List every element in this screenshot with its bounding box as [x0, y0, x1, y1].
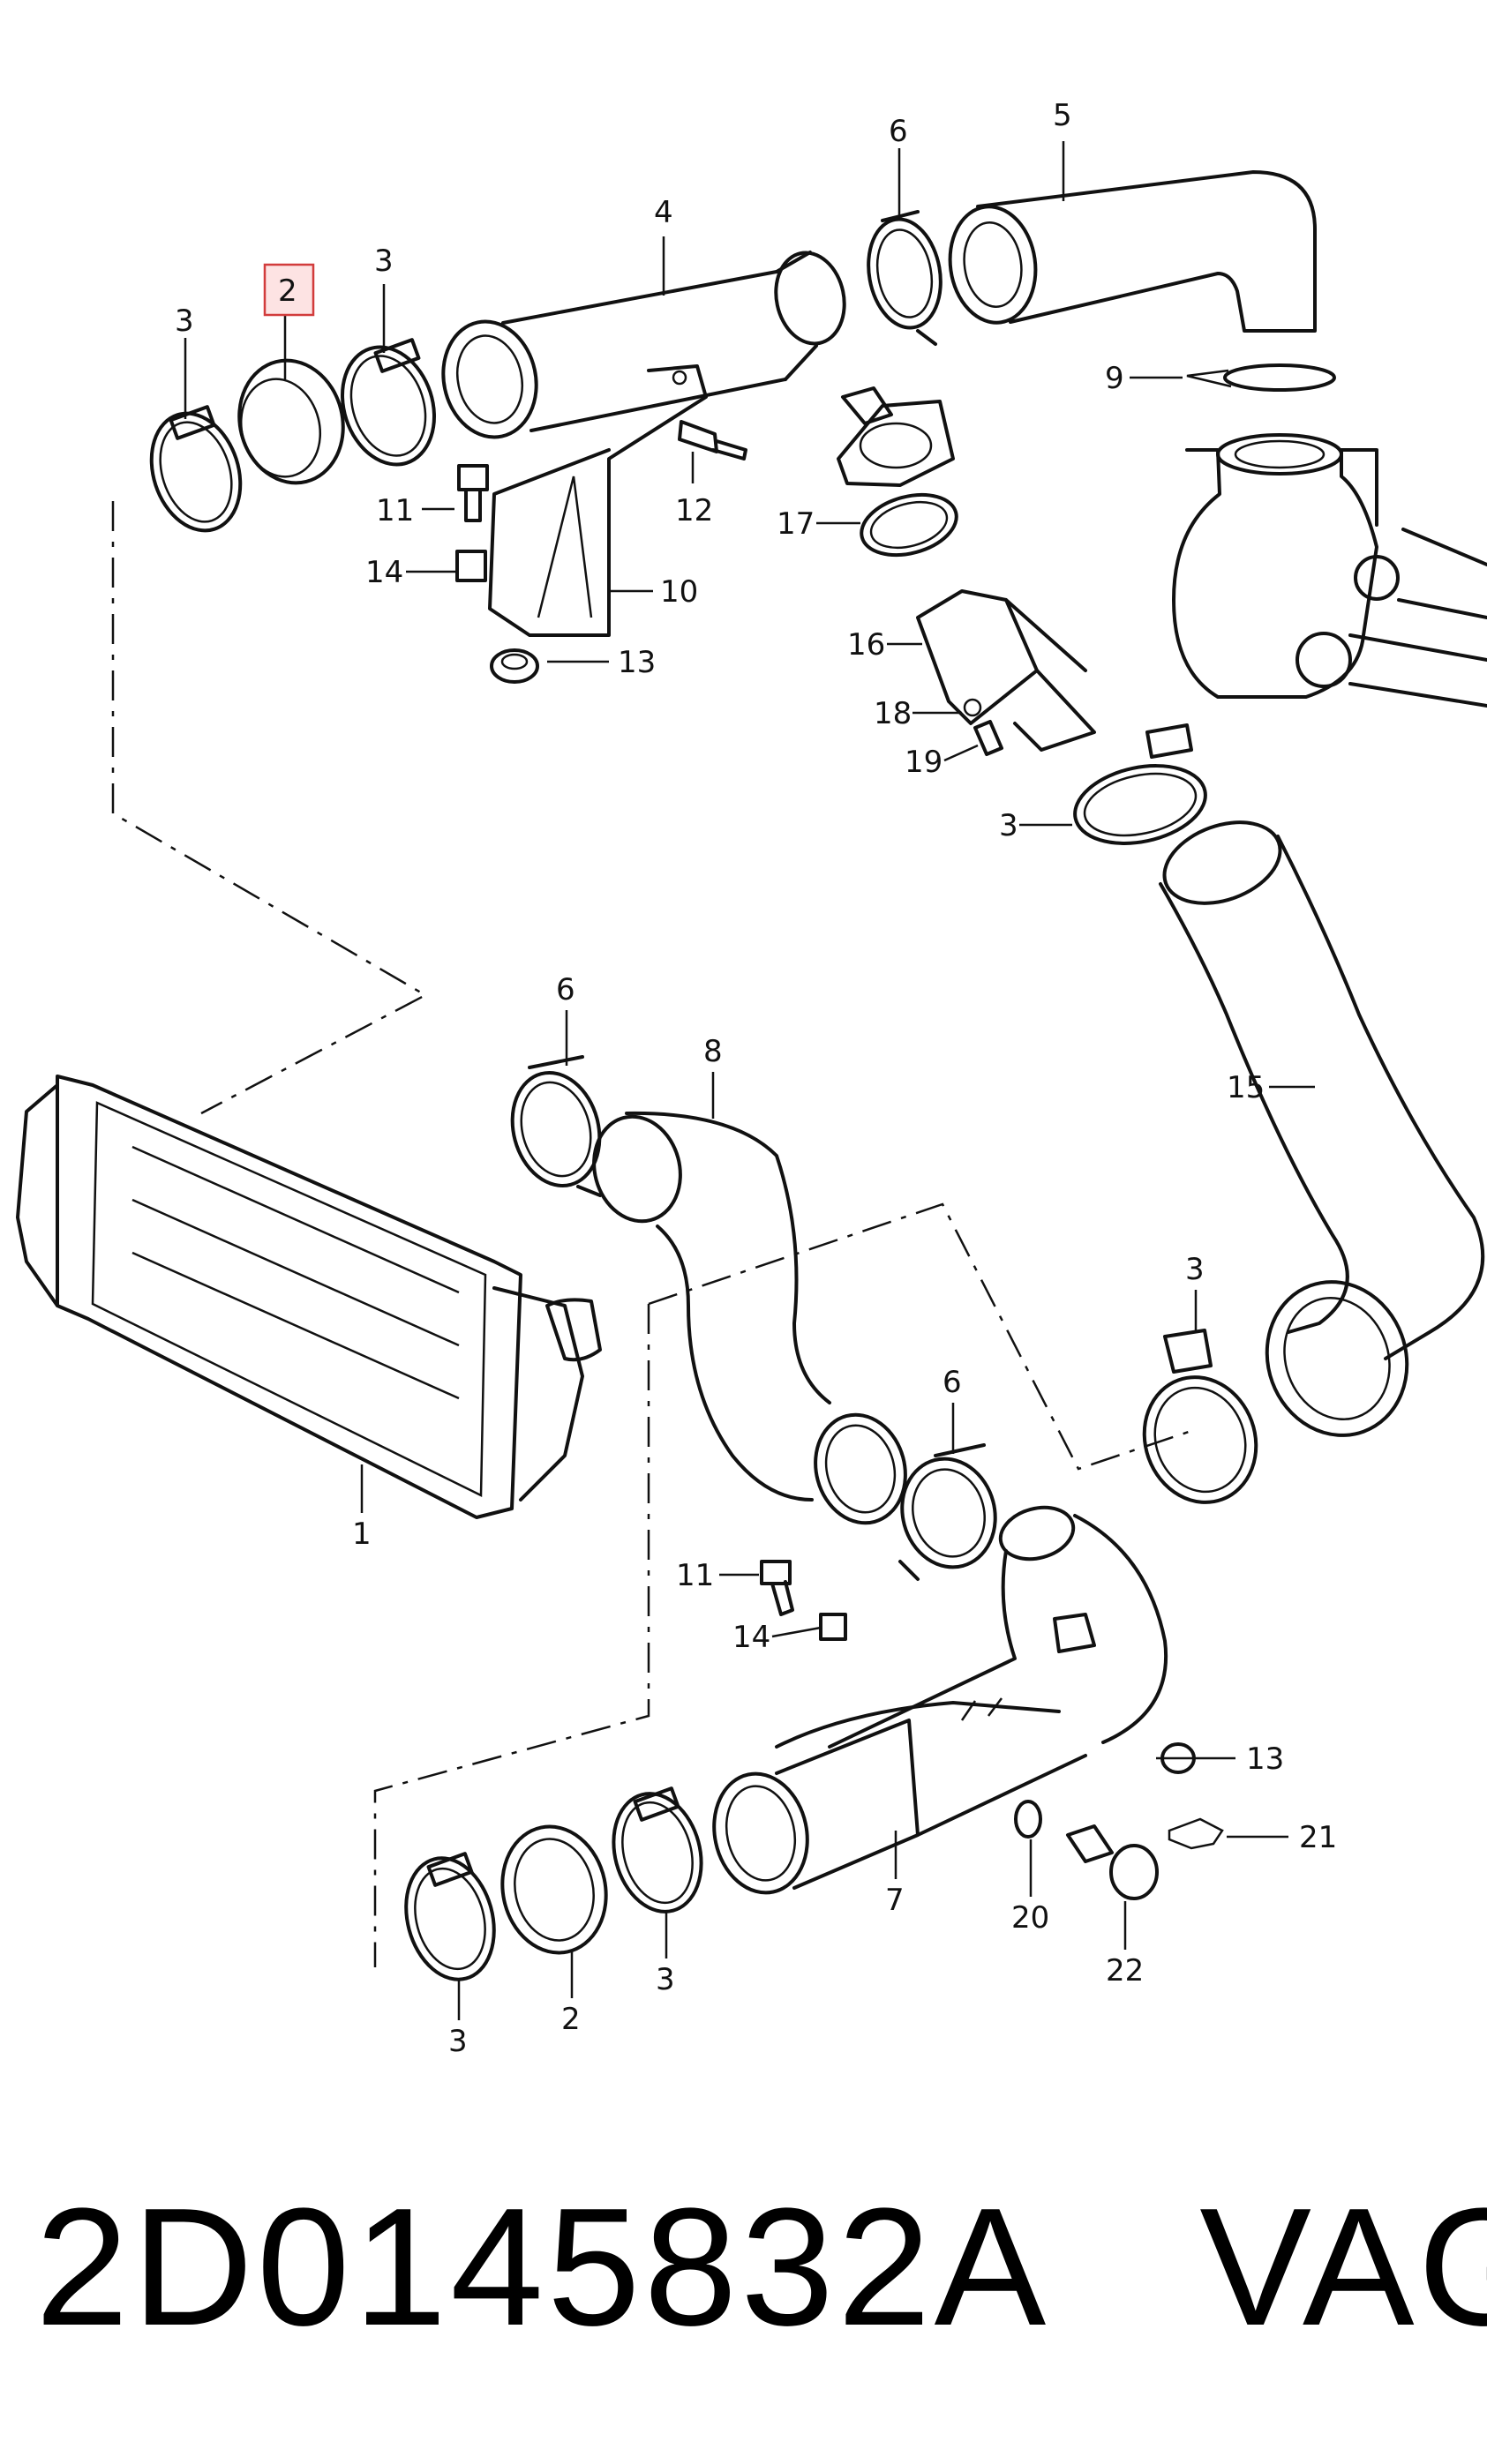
footer: 2D0145832A VAG	[35, 2161, 1487, 2373]
washer-18	[963, 698, 982, 717]
callout-18-washer: 18	[874, 696, 912, 731]
callout-15-hose: 15	[1227, 1070, 1265, 1105]
callout-7-pipe: 7	[885, 1883, 905, 1918]
connection-lines	[111, 501, 1192, 1967]
hose-clamp-3-lower-mid	[612, 1786, 703, 1914]
callout-14-nut-upper: 14	[365, 555, 403, 590]
retaining-ring-9	[1186, 363, 1336, 392]
intercooler-1	[16, 1075, 602, 1519]
spring-clamp-6-lower	[898, 1443, 997, 1581]
callout-6-clamp-lower: 6	[943, 1365, 962, 1400]
callout-2-sleeve-upper: 2	[278, 273, 297, 309]
callout-14-nut-lower: 14	[732, 1620, 770, 1655]
bolt-12	[678, 420, 747, 461]
brand-name: VAG	[1199, 2174, 1487, 2361]
callout-labels: 3 2 3 4 6 5 9 11 12 14 10 13 17 16 18 19…	[175, 98, 1337, 2059]
callout-6-clamp-upper: 6	[889, 114, 908, 149]
hose-5	[948, 170, 1317, 333]
grommet-13-upper	[490, 648, 539, 684]
callout-8-hose: 8	[703, 1034, 723, 1069]
callout-3-clamp-right-lower: 3	[1185, 1252, 1205, 1287]
callout-3-clamp-right-upper: 3	[999, 808, 1018, 843]
bolt-11-lower	[760, 1560, 794, 1616]
nut-14-lower	[819, 1613, 847, 1641]
hose-clamp-3-right-upper	[1073, 723, 1207, 845]
hose-15	[1159, 820, 1485, 1437]
nut-14-upper	[455, 550, 487, 582]
gasket-flange-upper	[837, 386, 955, 487]
callout-3-clamp-upper-mid: 3	[374, 243, 394, 279]
bolt-11-upper	[457, 464, 489, 522]
callout-22-sensor: 22	[1106, 1953, 1144, 1988]
hose-8	[592, 1111, 907, 1525]
hose-clamp-3-upper-mid	[341, 338, 436, 467]
callout-3-clamp-lower-mid: 3	[656, 1962, 675, 1997]
callout-13-grommet-lower: 13	[1246, 1741, 1284, 1777]
callout-21-connector: 21	[1299, 1820, 1337, 1855]
charge-air-pipe-4	[441, 251, 846, 439]
highlight-box	[263, 263, 315, 317]
callout-2-sleeve-lower: 2	[561, 2002, 581, 2037]
callout-6-clamp-middle: 6	[556, 972, 575, 1007]
screw-19	[973, 720, 1003, 756]
callout-3-clamp-upper-left: 3	[175, 303, 194, 339]
callout-4-pipe: 4	[654, 195, 673, 230]
connector-21	[1168, 1817, 1224, 1850]
hose-clamp-3-lower-left	[404, 1852, 496, 1981]
bracket-10	[488, 364, 708, 637]
callout-17-gasket: 17	[777, 506, 815, 542]
callout-11-bolt-upper: 11	[376, 493, 414, 528]
spring-clamp-6-upper	[867, 210, 943, 346]
callout-11-bolt-lower: 11	[676, 1558, 714, 1593]
spring-clamp-6-middle	[510, 1055, 602, 1197]
callout-20-o-ring: 20	[1011, 1900, 1049, 1936]
sleeve-2-lower	[500, 1824, 608, 1955]
leader-lines	[184, 141, 1315, 2020]
callout-5-hose: 5	[1053, 98, 1072, 133]
o-ring-20	[1014, 1800, 1042, 1839]
callout-1-intercooler: 1	[352, 1517, 372, 1552]
callout-3-clamp-lower-left: 3	[448, 2024, 468, 2059]
turbocharger	[1172, 433, 1487, 708]
part-number: 2D0145832A	[35, 2174, 1050, 2361]
callout-9-ring: 9	[1105, 361, 1124, 396]
callout-19-screw: 19	[905, 745, 943, 780]
sleeve-2-upper	[237, 358, 345, 485]
callout-12-bolt: 12	[675, 493, 713, 528]
hose-clamp-3-right-lower	[1142, 1329, 1258, 1504]
gasket-17	[860, 492, 958, 558]
callout-10-bracket: 10	[660, 574, 698, 610]
callout-16-flange: 16	[847, 627, 885, 663]
callout-13-grommet-upper: 13	[618, 645, 656, 680]
hose-clamp-3-upper-left	[149, 405, 243, 533]
charge-air-pipe-7	[712, 1505, 1168, 1895]
flange-16	[916, 589, 1096, 752]
sensor-22	[1066, 1824, 1159, 1900]
